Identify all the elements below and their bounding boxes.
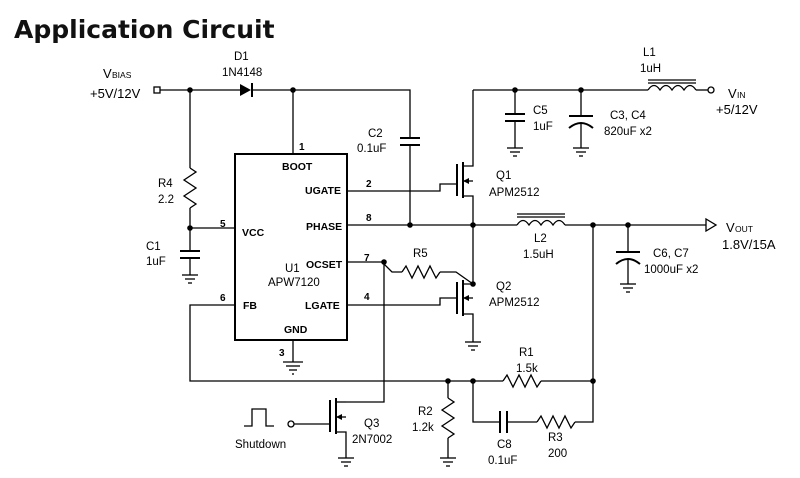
page-title: Application Circuit [14,15,275,44]
d1-value: 1N4148 [222,67,262,79]
r4-value: 2.2 [158,194,174,206]
mosfet-q2: Q2 APM2512 [347,225,540,351]
vin-network: L1 1uH V IN +5/12V C5 1uF C3, C4 820uF x… [473,47,758,157]
vcc-network: R4 2.2 C1 1uF [146,90,235,284]
vout-terminal [705,217,718,233]
mosfet-q1: Q1 APM2512 [347,90,540,225]
ic-u1-ref: U1 [285,263,300,275]
c8-ref: C8 [497,439,512,451]
r1-ref: R1 [519,347,534,359]
q1-value: APM2512 [489,187,540,199]
pin-number-gnd: 3 [279,348,285,359]
shutdown-pulse-icon [244,408,274,427]
l2-value: 1.5uH [523,249,554,261]
c1-value: 1uF [146,256,166,268]
ic-u1-body [234,153,348,341]
mosfet-q3: Shutdown Q3 2N7002 [235,262,392,467]
vbias-label: V [103,66,112,81]
diode-d1 [240,83,253,97]
vout-label: V [726,220,735,235]
vin-terminal [707,86,715,94]
c67-ref: C6, C7 [653,248,689,260]
r3-value: 200 [548,448,567,460]
pin-number-boot: 1 [299,142,305,153]
pin-number-fb: 6 [220,293,226,304]
vbias-network: V BIAS +5V/12V D1 1N4148 [90,51,411,154]
q3-value: 2N7002 [352,434,392,446]
pin-label-ocset: OCSET [306,259,343,271]
pin-label-boot: BOOT [282,161,313,173]
vbias-terminal [153,86,161,94]
q2-ref: Q2 [496,281,511,293]
c5-ref: C5 [533,105,548,117]
c2-value: 0.1uF [357,143,386,155]
shutdown-terminal [287,420,295,428]
r2-ref: R2 [418,406,433,418]
vbias-value: +5V/12V [90,86,141,101]
l2-ref: L2 [534,233,547,245]
vin-label-sub: IN [737,90,746,100]
capacitor-c2: C2 0.1uF [357,128,420,225]
feedback-network: R1 1.5k C8 0.1uF R3 200 R2 1.2k [189,225,596,467]
pin-label-phase: PHASE [306,221,342,233]
pin-number-ugate: 2 [366,179,372,190]
ic-ground [283,340,303,375]
pin-label-fb: FB [243,300,257,312]
l1-value: 1uH [640,63,661,75]
vbias-label-sub: BIAS [112,70,132,80]
c8-value: 0.1uF [488,455,517,467]
c2-ref: C2 [368,128,383,140]
ocset-network: R5 [347,248,474,285]
pin-label-gnd: GND [284,324,308,336]
r2-value: 1.2k [412,422,434,434]
pin-number-ocset: 7 [364,253,370,264]
l1-ref: L1 [643,47,656,59]
r5-ref: R5 [413,248,428,260]
r3-ref: R3 [548,432,563,444]
r1-value: 1.5k [516,363,538,375]
pin-label-ugate: UGATE [305,185,341,197]
c34-value: 820uF x2 [604,126,652,138]
pin-label-lgate: LGATE [305,300,340,312]
vin-label: V [728,86,737,101]
q2-value: APM2512 [489,297,540,309]
shutdown-label: Shutdown [235,439,286,451]
c5-value: 1uF [533,121,553,133]
vin-value: +5/12V [716,102,758,117]
capacitor-c6-c7: C6, C7 1000uF x2 [615,225,698,293]
c67-value: 1000uF x2 [644,264,698,276]
pin-number-vcc: 5 [220,219,226,230]
phase-node: L2 1.5uH V OUT 1.8V/15A [347,213,776,261]
vout-value: 1.8V/15A [722,237,776,252]
c34-ref: C3, C4 [610,110,646,122]
q1-ref: Q1 [496,170,511,182]
pin-number-lgate: 4 [364,292,370,303]
ic-u1: BOOT UGATE PHASE VCC OCSET FB LGATE GND … [220,142,372,359]
vout-label-sub: OUT [735,224,753,234]
ic-u1-part: APW7120 [268,277,320,289]
c1-ref: C1 [146,241,161,253]
r4-ref: R4 [158,178,173,190]
d1-ref: D1 [234,51,249,63]
pin-number-phase: 8 [366,213,372,224]
q3-ref: Q3 [364,418,379,430]
pin-label-vcc: VCC [242,227,265,239]
